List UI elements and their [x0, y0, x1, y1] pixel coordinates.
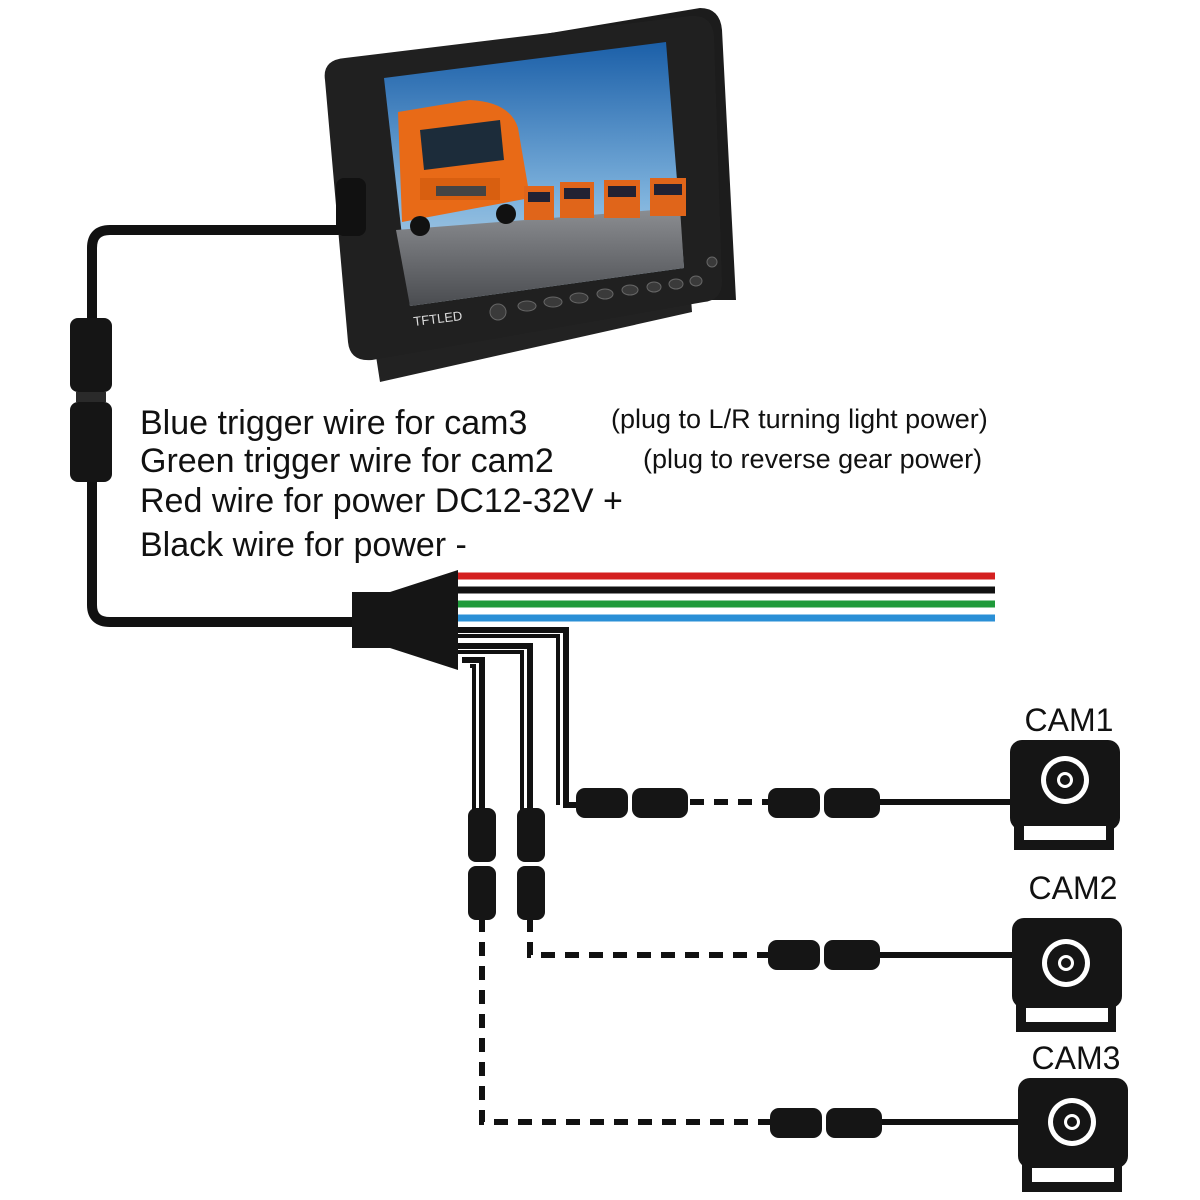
monitor-screen — [384, 42, 686, 306]
truck-image — [398, 100, 686, 236]
camera-2-bracket — [1026, 1008, 1108, 1022]
cam1-label: CAM1 — [1025, 702, 1114, 738]
cam1-cable — [458, 627, 580, 808]
monitor-buttons — [489, 256, 718, 321]
cam2-branch-connector — [517, 808, 545, 862]
camera-3: CAM3 — [1018, 1040, 1128, 1192]
cam2-label: CAM2 — [1029, 870, 1118, 906]
black-wire-label: Black wire for power - — [140, 526, 467, 564]
cam3-camera-connector — [770, 1108, 822, 1138]
camera-1: CAM1 — [1010, 702, 1120, 850]
camera-3-bracket — [1032, 1168, 1114, 1182]
green-wire-label: Green trigger wire for cam2 — [140, 442, 554, 480]
cam1-branch-connector — [576, 788, 628, 818]
cam3-label: CAM3 — [1032, 1040, 1121, 1076]
colored-wires — [455, 572, 995, 622]
monitor-cable — [87, 225, 355, 627]
monitor-cable-connector — [70, 318, 112, 482]
splitter-hub — [352, 570, 458, 670]
blue-wire-note: (plug to L/R turning light power) — [611, 404, 988, 434]
cam2-cable — [458, 643, 533, 812]
connectors — [468, 788, 882, 1138]
monitor: TFTLED — [324, 8, 736, 382]
cam2-camera-connector — [768, 940, 820, 970]
camera-cables — [458, 627, 580, 812]
monitor-brand-label: TFTLED — [413, 308, 464, 329]
camera-leads — [880, 799, 1018, 1125]
camera-2: CAM2 — [1012, 870, 1122, 1032]
camera-1-bracket — [1024, 826, 1106, 840]
red-wire-label: Red wire for power DC12-32V + — [140, 482, 623, 520]
cam3-extension-cable — [479, 918, 770, 1125]
blue-wire-label: Blue trigger wire for cam3 — [140, 404, 527, 442]
extension-cables — [479, 799, 770, 1125]
cam2-extension-cable — [527, 918, 768, 958]
green-wire-note: (plug to reverse gear power) — [643, 444, 982, 474]
cam1-camera-connector — [768, 788, 820, 818]
monitor-mount-knob — [336, 178, 366, 236]
cam3-cable — [462, 657, 485, 812]
wire-labels: Blue trigger wire for cam3 (plug to L/R … — [140, 404, 988, 564]
cam3-branch-connector — [468, 808, 496, 862]
